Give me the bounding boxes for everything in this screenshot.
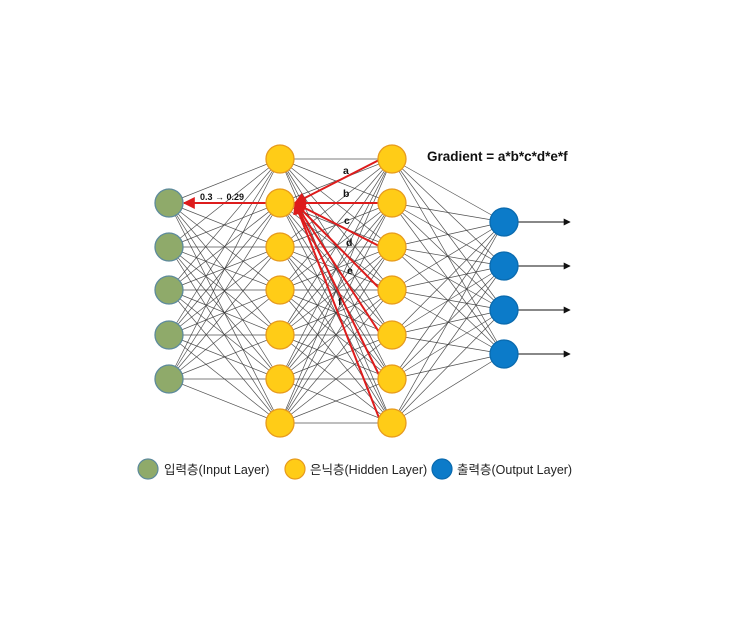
input-neuron bbox=[154, 320, 184, 350]
gradient-formula: Gradient = a*b*c*d*e*f bbox=[427, 149, 568, 164]
input-neuron bbox=[154, 364, 184, 394]
legend-hidden-label: 은닉층(Hidden Layer) bbox=[310, 463, 427, 477]
gradient-arrow bbox=[294, 201, 382, 380]
legend-output-label: 출력층(Output Layer) bbox=[457, 463, 572, 477]
connection-line bbox=[168, 246, 281, 380]
hidden2-neuron bbox=[377, 232, 407, 262]
input-neuron bbox=[154, 232, 184, 262]
connection-line bbox=[391, 265, 505, 291]
output-neuron bbox=[489, 251, 519, 281]
hidden2-neuron bbox=[377, 144, 407, 174]
hidden1-neuron bbox=[265, 232, 295, 262]
connection-line bbox=[279, 158, 393, 380]
connection-line bbox=[391, 202, 505, 223]
connection-line bbox=[391, 221, 505, 380]
gradient-arrow bbox=[294, 202, 382, 291]
hidden2-neuron bbox=[377, 275, 407, 305]
input-neuron bbox=[154, 275, 184, 305]
connection-line bbox=[279, 246, 393, 424]
connection-line bbox=[168, 289, 281, 424]
edge-label-c: c bbox=[344, 215, 350, 227]
legend: 입력층(Input Layer) 은닉층(Hidden Layer) 출력층(O… bbox=[137, 458, 572, 480]
hidden1-neuron bbox=[265, 188, 295, 218]
connection-line bbox=[279, 378, 393, 424]
connection-line bbox=[168, 378, 281, 424]
edge-label-a: a bbox=[343, 165, 349, 177]
connection-line bbox=[391, 221, 505, 248]
gradient-arrow bbox=[293, 202, 382, 248]
output-arrows bbox=[518, 218, 571, 358]
input-neuron bbox=[154, 188, 184, 218]
hidden2-neuron bbox=[377, 188, 407, 218]
legend-hidden-swatch bbox=[284, 458, 306, 480]
output-neuron bbox=[489, 339, 519, 369]
connection-lines bbox=[168, 158, 505, 424]
weight-update-label: 0.3 → 0.29 bbox=[200, 192, 244, 202]
connection-line bbox=[279, 289, 393, 424]
hidden1-neuron bbox=[265, 275, 295, 305]
hidden2-neuron bbox=[377, 408, 407, 438]
connection-line bbox=[168, 158, 281, 204]
output-neuron bbox=[489, 207, 519, 237]
connection-line bbox=[168, 334, 281, 380]
connection-line bbox=[391, 309, 505, 424]
connection-line bbox=[391, 221, 505, 291]
connection-line bbox=[391, 246, 505, 267]
connection-line bbox=[168, 158, 281, 336]
edge-label-d: d bbox=[346, 237, 352, 249]
connection-line bbox=[391, 221, 505, 336]
hidden1-neuron bbox=[265, 364, 295, 394]
gradient-arrow bbox=[293, 158, 382, 204]
connection-line bbox=[279, 334, 393, 424]
connection-line bbox=[391, 221, 505, 424]
connection-line bbox=[168, 202, 281, 380]
neurons bbox=[154, 144, 519, 438]
connection-line bbox=[279, 202, 393, 424]
output-neuron bbox=[489, 295, 519, 325]
connection-line bbox=[391, 265, 505, 424]
edge-label-b: b bbox=[343, 188, 349, 200]
edge-label-f: f bbox=[338, 296, 342, 308]
hidden2-neuron bbox=[377, 320, 407, 350]
hidden1-neuron bbox=[265, 144, 295, 174]
legend-output-swatch bbox=[431, 458, 453, 480]
gradient-arrow bbox=[293, 201, 382, 424]
connection-line bbox=[391, 353, 505, 424]
connection-line bbox=[391, 158, 505, 223]
gradient-arrow bbox=[294, 201, 382, 336]
connection-line bbox=[279, 158, 393, 336]
legend-input-swatch bbox=[137, 458, 159, 480]
hidden1-neuron bbox=[265, 320, 295, 350]
edge-label-e: e bbox=[347, 265, 353, 277]
connection-line bbox=[168, 289, 281, 380]
connection-line bbox=[168, 158, 281, 291]
edge-labels: ab cd e f bbox=[338, 165, 353, 308]
connection-line bbox=[168, 158, 281, 380]
hidden2-neuron bbox=[377, 364, 407, 394]
hidden1-neuron bbox=[265, 408, 295, 438]
legend-input-label: 입력층(Input Layer) bbox=[164, 463, 269, 477]
gradient-path bbox=[182, 158, 382, 424]
